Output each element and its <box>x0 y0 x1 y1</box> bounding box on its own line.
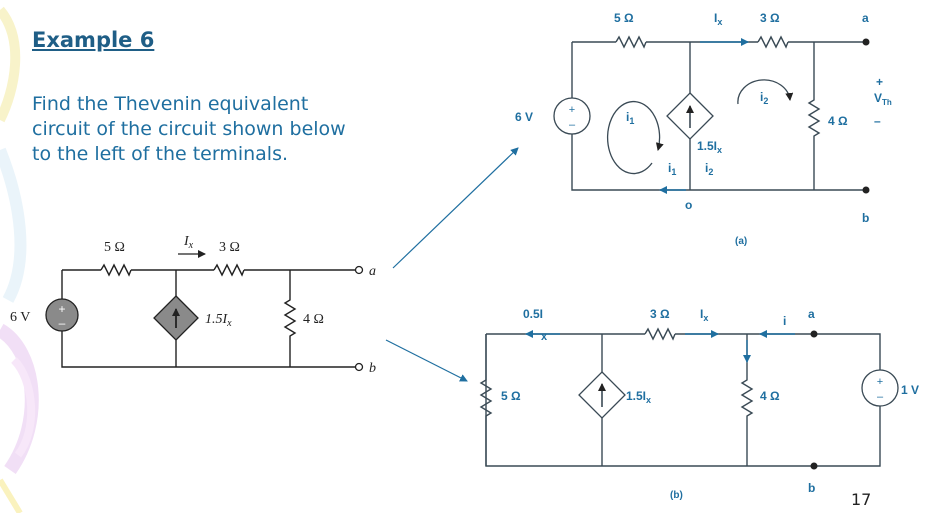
a-vth-sub: Th <box>882 98 892 107</box>
dependent-source-icon <box>153 295 199 341</box>
left-r2-label: 3 Ω <box>219 240 240 255</box>
b-terminal-a-node <box>810 330 818 338</box>
a-i1-bottom-sub: 1 <box>671 167 676 177</box>
a-source-plus: + <box>569 104 575 116</box>
a-mesh2-main: i <box>760 90 763 104</box>
a-ix-label: Ix <box>714 11 722 27</box>
b-caption: (b) <box>670 490 683 501</box>
a-mesh1-main: i <box>626 110 629 124</box>
left-dep-label: 1.5Ix <box>205 312 232 329</box>
a-terminal-a-node <box>862 38 870 46</box>
a-source-label: 6 V <box>515 110 533 124</box>
a-terminal-b-node <box>862 186 870 194</box>
b-voltage-source-icon: + – <box>861 369 899 407</box>
left-source-label: 6 V <box>10 310 30 325</box>
a-dep-label: 1.5Ix <box>697 139 722 155</box>
b-05ix-main: 0.5I <box>523 307 543 321</box>
a-r1-label: 5 Ω <box>614 11 634 25</box>
a-i1-bottom-label: i1 <box>668 161 676 177</box>
mesh-1-loop-icon <box>606 100 664 175</box>
background-decoration <box>0 6 39 513</box>
left-ix-main: I <box>183 234 190 249</box>
b-dep-sub: x <box>646 395 651 405</box>
left-circuit: + – 5 Ω 3 Ω 4 Ω 6 V Ix 1.5Ix a b <box>10 234 376 376</box>
a-mesh2-label: i2 <box>760 90 768 106</box>
left-terminal-b: b <box>369 361 376 376</box>
mesh-2-loop-icon <box>737 79 794 105</box>
left-ix-sub: x <box>188 240 194 251</box>
a-i2-bottom-main: i <box>705 161 708 175</box>
a-vth-label: VTh <box>874 91 892 107</box>
pointer-arrow-b <box>385 339 468 382</box>
a-dep-sub: x <box>717 145 722 155</box>
a-mesh2-sub: 2 <box>763 96 768 106</box>
b-i-label: i <box>783 314 786 328</box>
b-terminal-b-node <box>810 462 818 470</box>
a-i1-bottom-main: i <box>668 161 671 175</box>
page-number: 17 <box>851 490 872 509</box>
a-mesh1-sub: 1 <box>629 116 634 126</box>
a-vth-main: V <box>874 91 882 105</box>
terminal-a-node <box>354 265 364 275</box>
b-source-minus: – <box>877 391 884 403</box>
a-dependent-source-icon <box>666 92 714 140</box>
b-dep-label: 1.5Ix <box>626 389 651 405</box>
a-vth-plus: + <box>876 75 883 89</box>
left-terminal-a: a <box>369 264 376 279</box>
b-r4-label: 4 Ω <box>760 389 780 403</box>
b-dependent-source-icon <box>578 371 626 419</box>
left-r3-label: 4 Ω <box>303 312 324 327</box>
b-r5-label: 5 Ω <box>501 389 521 403</box>
b-source-label: 1 V <box>901 383 919 397</box>
a-node-o-label: o <box>685 198 692 212</box>
left-dep-main: 1.5I <box>205 312 229 327</box>
a-caption: (a) <box>735 236 747 247</box>
b-source-plus: + <box>877 376 883 388</box>
b-terminal-a-label: a <box>808 307 815 321</box>
a-i2-bottom-sub: 2 <box>708 167 713 177</box>
a-voltage-source-icon: + – <box>553 97 591 135</box>
source-minus: – <box>59 316 66 330</box>
left-ix-label: Ix <box>183 234 194 251</box>
b-05ix-sub: x <box>541 331 548 343</box>
b-dep-main: 1.5I <box>626 389 646 403</box>
b-r3-label: 3 Ω <box>650 307 670 321</box>
circuit-a: + – 5 Ω 3 Ω 4 Ω 6 V Ix 1.5Ix i1 i2 i1 i2… <box>515 11 892 247</box>
a-source-minus: – <box>569 119 576 131</box>
source-plus: + <box>58 302 65 316</box>
a-mesh1-label: i1 <box>626 110 634 126</box>
voltage-source-icon: + – <box>45 298 79 332</box>
a-terminal-a-label: a <box>862 11 869 25</box>
b-ix-main: I <box>700 307 703 321</box>
a-ix-main: I <box>714 11 717 25</box>
a-vth-minus: – <box>874 114 881 128</box>
a-i2-bottom-label: i2 <box>705 161 713 177</box>
b-ix-label: Ix <box>700 307 708 323</box>
problem-statement: Find the Thevenin equivalent circuit of … <box>32 93 346 165</box>
circuit-b: + – 0.5I x 3 Ω Ix i a b 5 Ω 4 Ω 1.5Ix 1 … <box>479 307 919 501</box>
a-terminal-b-label: b <box>862 211 869 225</box>
a-dep-main: 1.5I <box>697 139 717 153</box>
a-r3-label: 4 Ω <box>828 114 848 128</box>
left-r1-label: 5 Ω <box>104 240 125 255</box>
b-ix-sub: x <box>703 313 708 323</box>
slide-title: Example 6 <box>32 28 155 52</box>
a-r2-label: 3 Ω <box>760 11 780 25</box>
b-terminal-b-label: b <box>808 481 815 495</box>
a-ix-sub: x <box>717 17 722 27</box>
pointer-arrow-a <box>392 147 519 269</box>
terminal-b-node <box>354 362 364 372</box>
left-dep-sub: x <box>226 318 232 329</box>
